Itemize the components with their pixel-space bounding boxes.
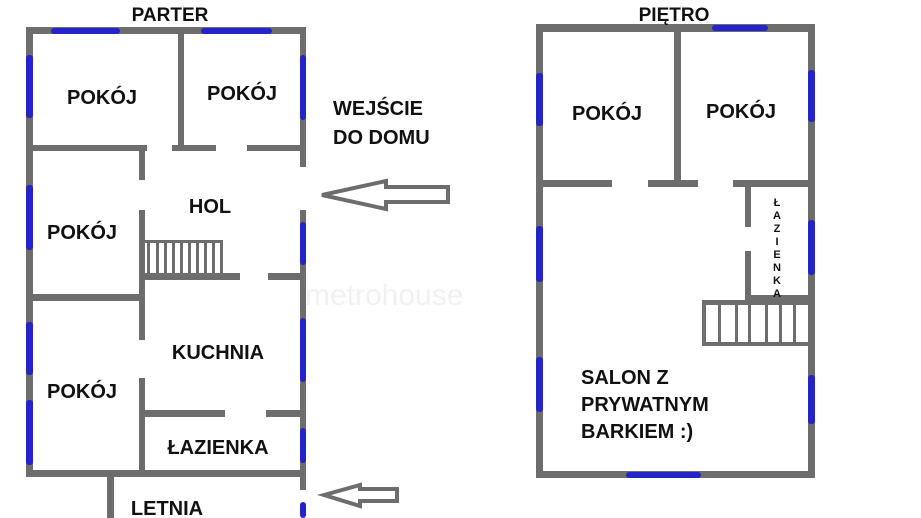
entrance-label: WEJŚCIE — [333, 96, 423, 120]
entrance-arrow-icon — [321, 178, 450, 212]
room-label: POKÓJ — [706, 99, 776, 123]
room-label: ŁAZIENKA — [167, 437, 268, 459]
room-label: POKÓJ — [47, 379, 117, 403]
room-label: POKÓJ — [47, 220, 117, 244]
room-label: POKÓJ — [67, 85, 137, 109]
entrance-arrows — [316, 178, 450, 509]
room-label: HOL — [189, 196, 231, 218]
ground-floor-title: PARTER — [132, 5, 209, 26]
side-entrance-arrow-icon — [316, 482, 399, 509]
watermark: metrohouse — [305, 279, 463, 312]
room-label: POKÓJ — [207, 81, 277, 105]
upper-floor-title: PIĘTRO — [639, 5, 710, 26]
entrance-label: DO DOMU — [333, 127, 430, 149]
upper-floor-windows — [536, 25, 815, 478]
salon-label-line: BARKIEM :) — [581, 421, 693, 443]
bathroom-vertical-label: ŁAZIENKA — [771, 197, 783, 301]
salon-label-line: PRYWATNYM — [581, 394, 709, 416]
room-label: KUCHNIA — [172, 342, 264, 364]
room-label: POKÓJ — [572, 101, 642, 125]
room-label: LETNIA — [131, 498, 203, 518]
ground-floor-windows — [26, 28, 306, 518]
ground-floor-stairs — [145, 240, 223, 275]
salon-label-line: SALON Z — [581, 367, 669, 389]
upper-floor-stairs — [702, 300, 808, 346]
